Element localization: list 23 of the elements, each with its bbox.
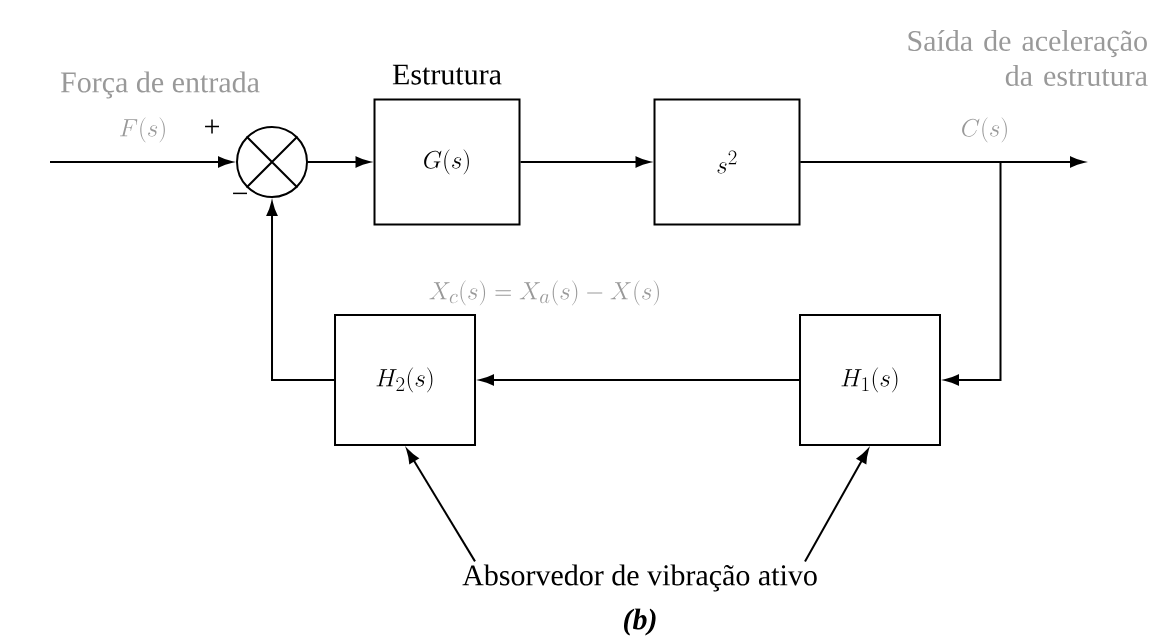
arrow [799,161,1002,386]
leader-arrow [804,449,869,563]
text-label: + [205,119,219,134]
block-box: $s^2$ [653,98,801,226]
formula-label: $C(s)$ [962,117,1007,143]
block-box: $H_1(s)$ [799,314,941,446]
formula-label: $F(s)$ [120,117,165,143]
arrow [266,201,335,381]
annotation-text: Absorvedor de vibração ativo [462,564,817,592]
block-box: $G(s)$ [373,98,521,226]
arrow [479,374,800,386]
leader-arrow [406,448,476,563]
text-label: Saída de aceleração da estrutura [908,29,1148,87]
block-box: $H_2(s)$ [334,314,476,446]
text-label: (b) [624,608,656,636]
summing-junction [236,126,308,198]
arrow [307,156,370,168]
arrow [519,156,650,168]
formula-label: $X_c(s)= X_a(s)-X(s)$ [429,280,659,306]
text-label: Força de entrada [60,71,260,99]
arrow [49,156,233,168]
block-heading: Estrutura [392,64,502,85]
text-label: − [233,192,247,195]
